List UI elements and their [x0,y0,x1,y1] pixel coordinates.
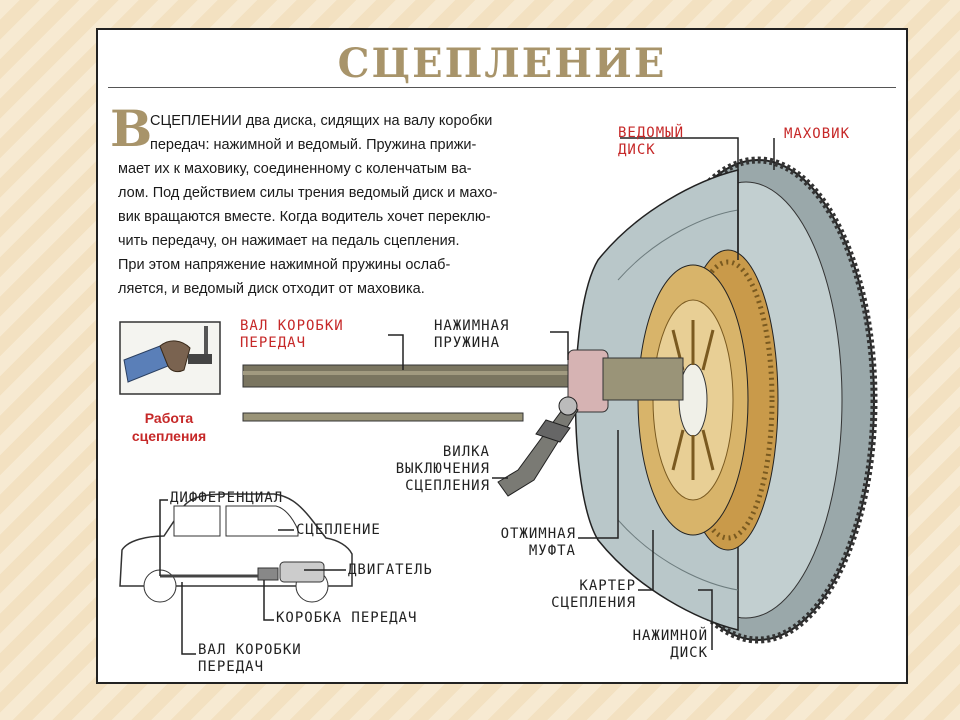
clutch-illustration [119,137,878,655]
intro-line: чить передачу, он нажимает на педаль сце… [118,233,460,249]
label-clutch-housing: КАРТЕР СЦЕПЛЕНИЯ [506,578,636,612]
label-pressure-spring: НАЖИМНАЯ ПРУЖИНА [434,318,509,352]
diagram-sheet: СЦЕПЛЕНИЕ В СЦЕПЛЕНИИ два диска, сидящих… [96,28,908,684]
release-fork [497,396,579,497]
page-title: СЦЕПЛЕНИЕ [337,40,667,87]
label-line: ПРУЖИНА [434,334,501,351]
intro-line: СЦЕПЛЕНИИ два диска, сидящих на валу кор… [150,113,493,129]
label-line: ДИСК [670,644,708,661]
label-line: ПЕРЕДАЧ [240,334,307,351]
pressure-spring [671,320,715,480]
label-line: ПЕРЕДАЧ [198,658,265,675]
label-line: ВАЛ КОРОБКИ [198,642,302,658]
label-line: ДИСК [618,141,656,158]
label-release-fork: ВИЛКА ВЫКЛЮЧЕНИЯ СЦЕПЛЕНИЯ [340,444,490,494]
label-line: НАЖИМНОЙ [632,628,708,644]
label-line: ВАЛ КОРОБКИ [240,318,344,334]
label-line: НАЖИМНАЯ [434,318,510,334]
intro-text: В СЦЕПЛЕНИИ два диска, сидящих на валу к… [110,104,620,308]
leader-lines [388,137,775,650]
title-divider [108,87,896,88]
label-gearbox: КОРОБКА ПЕРЕДАЧ [276,610,418,626]
label-line: ОТЖИМНАЯ [500,526,576,542]
inset-caption: Работа сцепления [114,410,224,445]
intro-line: При этом напряжение нажимной пружины осл… [118,257,451,273]
label-line: СЦЕПЛЕНИЯ [551,594,636,611]
car-leaders [159,499,346,655]
intro-line: лом. Под действием силы трения ведомый д… [118,185,498,201]
label-line: ВЫКЛЮЧЕНИЯ [395,460,490,477]
release-bearing [567,349,684,413]
drop-cap: В [110,99,153,158]
intro-line: мает их к маховику, соединенному с колен… [118,161,472,177]
car-diagram [119,493,353,603]
label-release-bearing: ОТЖИМНАЯ МУФТА [454,526,576,560]
intro-line: ляется, и ведомый диск отходит от махови… [118,281,425,297]
label-pressure-disc: НАЖИМНОЙ ДИСК [578,628,708,662]
label-engine: ДВИГАТЕЛЬ [348,562,433,578]
label-clutch: СЦЕПЛЕНИЕ [296,522,381,538]
pressure-disc [637,264,749,536]
label-line: МУФТА [528,542,576,559]
label-differential: ДИФФЕРЕНЦИАЛ [170,490,284,506]
label-line: ВИЛКА [442,444,490,460]
label-line: ВЕДОМЫЙ [618,125,685,141]
label-line: СЦЕПЛЕНИЯ [405,477,490,494]
pedal-inset [119,321,221,395]
label-flywheel: МАХОВИК [784,126,851,142]
intro-line: передач: нажимной и ведомый. Пружина при… [150,137,477,153]
label-driven-disc: ВЕДОМЫЙ ДИСК [618,125,684,159]
caption-line: сцепления [131,427,207,444]
gearbox-shaft [242,364,574,422]
label-line: КАРТЕР [579,578,636,594]
label-gearbox-shaft: ВАЛ КОРОБКИ ПЕРЕДАЧ [240,318,344,352]
label-car-shaft: ВАЛ КОРОБКИ ПЕРЕДАЧ [198,642,302,676]
caption-line: Работа [144,410,194,426]
intro-line: вик вращаются вместе. Когда водитель хоч… [118,209,491,225]
